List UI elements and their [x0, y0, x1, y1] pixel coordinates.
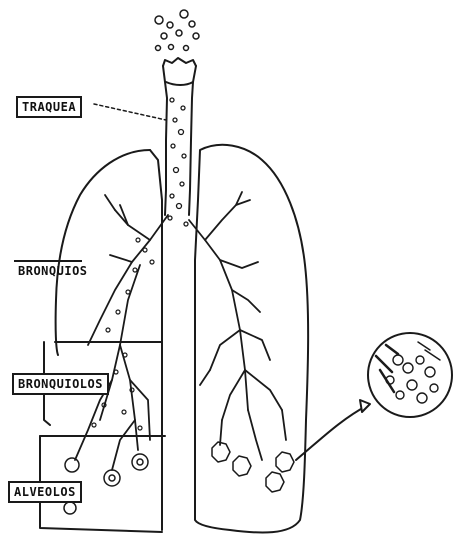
- right-alveoli: [212, 442, 294, 492]
- magnified-alveoli: [368, 333, 452, 417]
- label-traquea: TRAQUEA: [16, 96, 82, 118]
- right-lung: [195, 145, 308, 533]
- trachea-particles: [168, 98, 188, 226]
- air-bubbles: [155, 10, 199, 51]
- left-particles: [92, 238, 154, 430]
- traquea-pointer: [94, 104, 166, 120]
- left-lung: [40, 150, 165, 532]
- label-bronquios: BRONQUIOS: [6, 262, 92, 280]
- trachea: [163, 58, 196, 215]
- label-bronquiolos: BRONQUIOLOS: [12, 373, 109, 395]
- right-bronchi: [189, 192, 286, 460]
- label-alveolos: ALVEOLOS: [8, 481, 82, 503]
- left-bronchi: [75, 195, 168, 470]
